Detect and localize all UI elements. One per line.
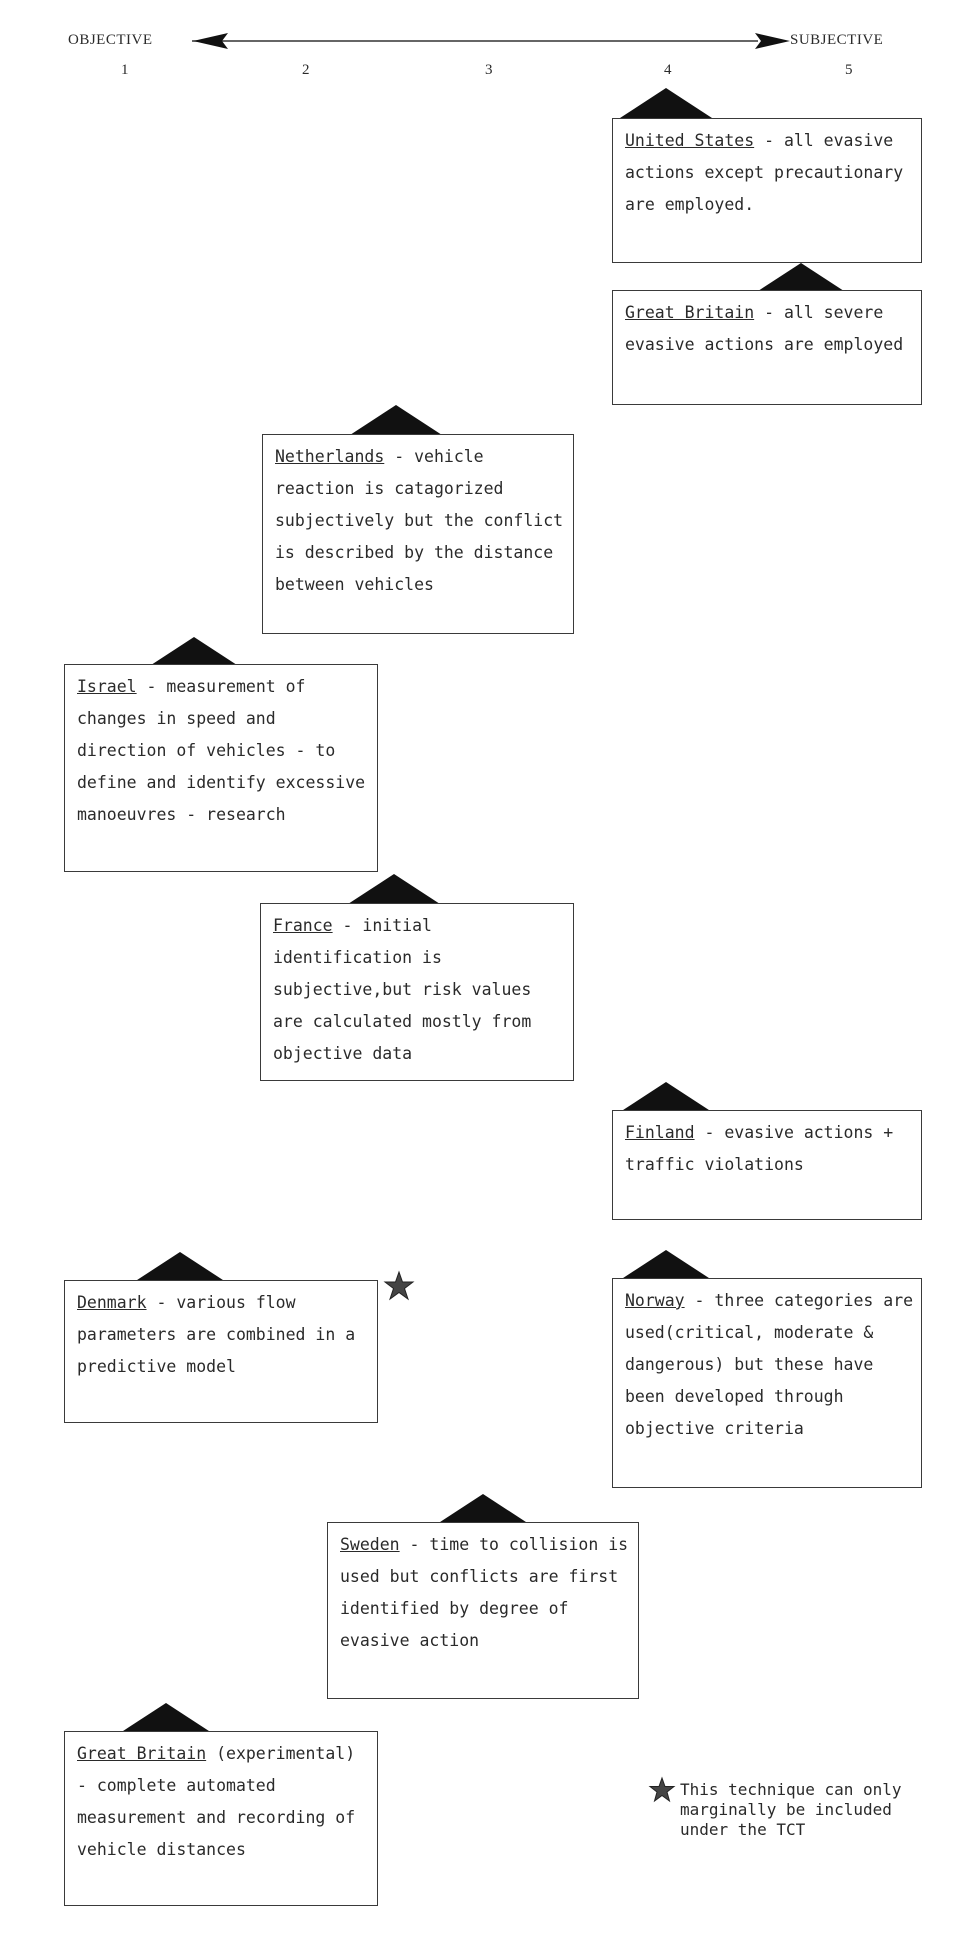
position-marker-sweden (437, 1494, 529, 1524)
country-description: - all evasive actions except precautiona… (625, 131, 904, 214)
position-marker-denmark (134, 1252, 226, 1282)
country-name: Netherlands (275, 447, 385, 466)
country-name: Israel (77, 677, 137, 696)
country-description: - three categories are used(critical, mo… (625, 1291, 914, 1438)
position-marker-israel (148, 637, 240, 667)
country-box-finland: Finland - evasive actions + traffic viol… (612, 1110, 922, 1220)
footnote-star-icon (648, 1776, 676, 1803)
country-description: (experimental) - complete automated meas… (77, 1744, 356, 1859)
position-marker-netherlands (350, 405, 442, 435)
country-box-denmark: Denmark - various flow parameters are co… (64, 1280, 378, 1423)
country-name: France (273, 916, 333, 935)
scale-axis-arrow (192, 33, 790, 49)
country-box-great-britain-experimental: Great Britain (experimental) - complete … (64, 1731, 378, 1906)
footnote-text: This technique can only marginally be in… (680, 1780, 902, 1839)
scale-number-2: 2 (302, 62, 310, 78)
position-marker-finland (620, 1082, 712, 1112)
scale-number-4: 4 (664, 62, 672, 78)
position-marker-great-britain (755, 263, 847, 293)
country-box-france: France - initial identification is subje… (260, 903, 574, 1081)
footnote-star-icon (383, 1270, 415, 1301)
country-description: - evasive actions + traffic violations (625, 1123, 894, 1174)
country-description: - vehicle reaction is catagorized subjec… (275, 447, 564, 594)
position-marker-norway (620, 1250, 712, 1280)
country-box-united-states: United States - all evasive actions exce… (612, 118, 922, 263)
scale-number-5: 5 (845, 62, 853, 78)
country-name: Denmark (77, 1293, 147, 1312)
country-box-great-britain: Great Britain - all severe evasive actio… (612, 290, 922, 405)
country-description: - all severe evasive actions are employe… (625, 303, 904, 354)
country-name: Sweden (340, 1535, 400, 1554)
country-name: Great Britain (625, 303, 755, 322)
position-marker-great-britain-experimental (120, 1703, 212, 1733)
scale-number-3: 3 (485, 62, 493, 78)
country-box-norway: Norway - three categories are used(criti… (612, 1278, 922, 1488)
subjective-label: SUBJECTIVE (790, 32, 884, 48)
country-box-sweden: Sweden - time to collision is used but c… (327, 1522, 639, 1699)
country-name: Great Britain (77, 1744, 207, 1763)
country-description: - measurement of changes in speed and di… (77, 677, 366, 824)
position-marker-france (348, 874, 440, 904)
scale-number-1: 1 (121, 62, 129, 78)
country-description: - various flow parameters are combined i… (77, 1293, 356, 1376)
position-marker-united-states (620, 88, 712, 118)
country-description: - time to collision is used but conflict… (340, 1535, 629, 1650)
objective-label: OBJECTIVE (68, 32, 153, 48)
country-name: Finland (625, 1123, 695, 1142)
country-box-israel: Israel - measurement of changes in speed… (64, 664, 378, 872)
country-name: Norway (625, 1291, 685, 1310)
country-box-netherlands: Netherlands - vehicle reaction is catago… (262, 434, 574, 634)
country-description: - initial identification is subjective,b… (273, 916, 532, 1063)
country-name: United States (625, 131, 755, 150)
